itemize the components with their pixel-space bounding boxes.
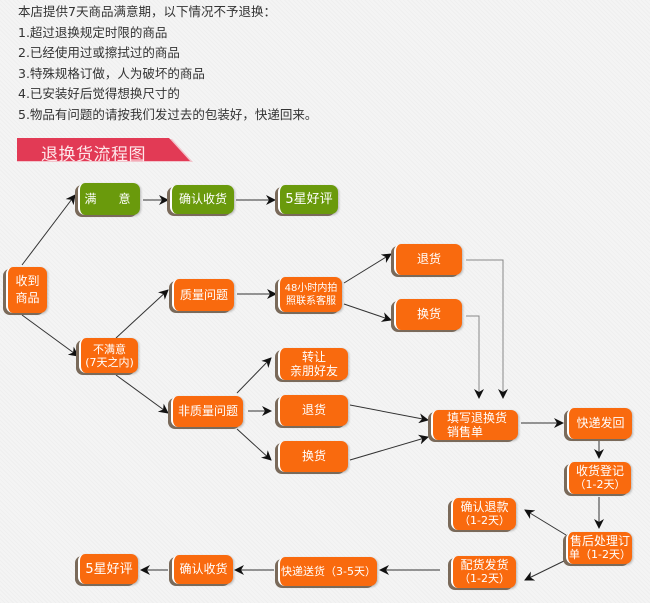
node-line: 不满意	[93, 342, 126, 356]
node-line: （1-2天）	[459, 572, 510, 585]
section-banner: 退换货流程图	[17, 138, 193, 165]
node-line: 售后处理订	[569, 534, 630, 548]
arrow-contact-return	[343, 253, 392, 284]
node-line: （1-2天）	[574, 478, 626, 491]
node-contact-service: 48小时内拍 照联系客服	[278, 277, 342, 312]
node-label: 满 意	[84, 191, 136, 206]
node-receipt-registration: 收货登记 （1-2天）	[567, 462, 631, 494]
node-line: 48小时内拍	[284, 282, 338, 294]
arrow-nonquality-transfer	[236, 357, 272, 394]
node-five-star-review-bottom: 5星好评	[78, 554, 138, 584]
node-label: 非质量问题	[177, 404, 238, 418]
node-unsatisfied: 不满意 (7天之内)	[79, 338, 138, 373]
node-line: 商品	[15, 291, 40, 305]
node-label: 退货	[416, 252, 441, 266]
node-label: 换货	[416, 307, 441, 321]
node-line: 单（1-2天）	[569, 548, 631, 561]
node-line: (7天之内)	[85, 355, 134, 369]
arrow-process-refund	[524, 509, 567, 536]
node-express-delivery: 快递送货（3-5天）	[278, 557, 377, 586]
arrow-exchange-q-fill	[466, 315, 484, 399]
node-receive-goods: 收到 商品	[6, 267, 47, 313]
arrow-unsatisfied-quality	[115, 289, 169, 339]
node-label: 快递送货（3-5天）	[281, 565, 376, 578]
rule-item: 3.特殊规格订做，人为破坏的商品	[18, 65, 205, 81]
arrow-exchange-fill	[349, 434, 429, 461]
arrow-receive-satisfied	[21, 194, 76, 266]
rule-item: 4.已安装好后觉得想换尺寸的	[18, 86, 180, 101]
node-express-return: 快递发回	[567, 408, 632, 439]
node-line: 配货发货	[460, 558, 509, 572]
node-line: 亲朋好友	[289, 364, 338, 378]
node-label: 5星好评	[285, 192, 333, 207]
arrow-process-dispatch	[524, 559, 567, 581]
node-confirm-refund: 确认退款 （1-2天）	[451, 498, 516, 530]
node-dispatch-goods: 配货发货 （1-2天）	[451, 556, 516, 588]
node-label: 换货	[301, 449, 326, 463]
node-after-sales-processing: 售后处理订 单（1-2天）	[566, 532, 632, 564]
rule-item: 5.物品有问题的请按我们发过去的包装好，快递回来。	[18, 106, 318, 122]
arrow-unsatisfied-nonquality	[115, 374, 169, 414]
node-five-star-review-top: 5星好评	[278, 185, 338, 214]
node-return-quality: 退货	[394, 244, 462, 275]
node-label: 质量问题	[179, 287, 228, 302]
node-label: 确认收货	[178, 192, 227, 206]
arrow-return-q-fill	[466, 259, 508, 399]
node-line: 转让	[301, 350, 326, 364]
node-line: 填写退换货	[447, 411, 508, 425]
node-label: 5星好评	[85, 561, 133, 577]
banner-ribbon-shape	[17, 138, 193, 162]
banner-title: 退换货流程图	[41, 145, 146, 165]
node-quality-issue: 质量问题	[172, 279, 234, 311]
node-fill-return-form: 填写退换货 销售单	[431, 410, 518, 440]
node-transfer-friends: 转让 亲朋好友	[278, 348, 348, 380]
arrow-contact-exchange	[343, 303, 392, 322]
node-line: 照联系客服	[286, 295, 336, 307]
node-confirm-receipt-top: 确认收货	[170, 185, 234, 214]
arrow-return-fill	[349, 404, 429, 424]
node-label: 退货	[301, 403, 326, 417]
intro-text: 本店提供7天商品满意期，以下情况不予退换： 1.超过退换规定时限的商品 2.已经…	[18, 2, 317, 125]
node-satisfied: 满 意	[78, 183, 140, 215]
node-non-quality-issue: 非质量问题	[171, 396, 243, 427]
node-line: 确认退款	[460, 500, 509, 514]
node-exchange-quality: 换货	[394, 299, 462, 330]
node-line: （1-2天）	[459, 514, 510, 527]
node-label: 快递发回	[576, 416, 625, 430]
intro-heading: 本店提供7天商品满意期，以下情况不予退换：	[18, 4, 276, 19]
rule-item: 1.超过退换规定时限的商品	[18, 24, 168, 40]
node-exchange-non-quality: 换货	[278, 441, 348, 472]
node-confirm-receipt-bottom: 确认收货	[172, 555, 233, 584]
node-line: 收到	[15, 274, 40, 288]
node-label: 确认收货	[179, 562, 228, 576]
node-line: 收货登记	[575, 464, 624, 478]
node-line: 销售单	[447, 425, 484, 439]
node-return-non-quality: 退货	[278, 395, 348, 426]
arrow-receive-unsatisfied	[21, 314, 79, 357]
rule-item: 2.已经使用过或擦拭过的商品	[18, 45, 180, 60]
arrow-nonquality-exchange	[236, 428, 272, 461]
